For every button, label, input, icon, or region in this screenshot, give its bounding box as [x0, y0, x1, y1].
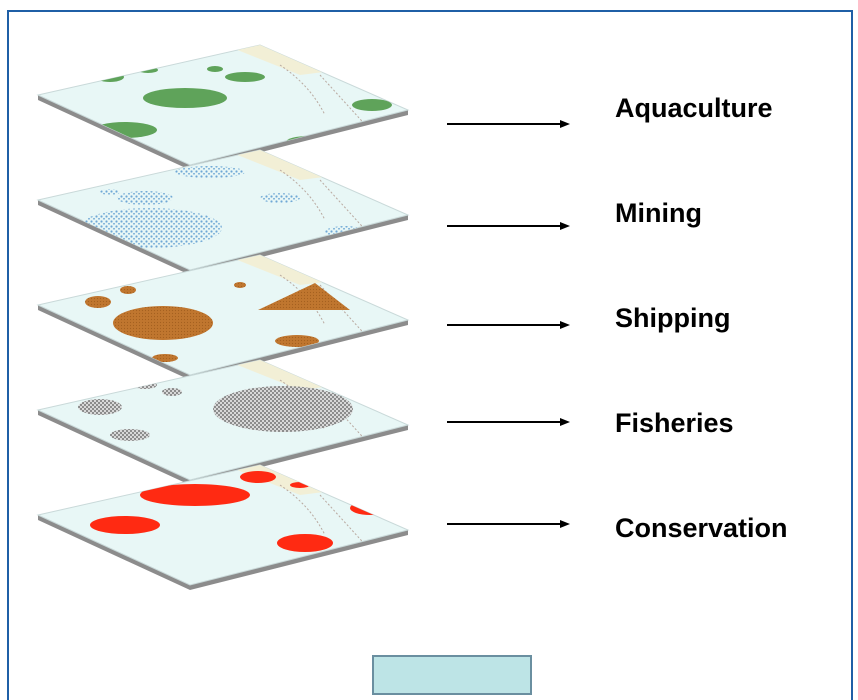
use-zone	[213, 386, 353, 432]
use-zone	[113, 306, 213, 340]
layer-shipping	[36, 254, 570, 380]
layer-edge	[38, 305, 408, 380]
contour-line	[279, 169, 371, 236]
use-zone	[78, 399, 122, 415]
use-zone	[85, 296, 111, 308]
use-zone	[260, 193, 300, 203]
use-zone	[258, 283, 350, 310]
use-zone	[175, 166, 245, 178]
layer-label-conservation: Conservation	[615, 513, 788, 543]
use-zone	[143, 88, 227, 108]
bottom-box	[372, 655, 532, 695]
contour-line	[279, 484, 371, 551]
layer-edge	[38, 410, 408, 485]
use-zone	[78, 208, 222, 248]
use-zone	[225, 72, 265, 82]
use-zone	[100, 189, 120, 195]
contour-line	[279, 64, 371, 131]
use-zone	[89, 485, 117, 495]
use-zone	[120, 286, 136, 294]
layer-aquaculture	[36, 44, 570, 170]
use-zone	[290, 482, 310, 488]
layer-fisheries	[36, 359, 570, 485]
layer-edge	[38, 515, 408, 590]
use-zone	[234, 282, 246, 288]
arrow-head	[560, 120, 570, 128]
arrow-head	[560, 222, 570, 230]
use-zone	[110, 429, 150, 441]
use-zone	[277, 534, 333, 552]
use-zone	[162, 388, 182, 396]
layer-edge	[38, 95, 408, 170]
layer-sea	[36, 254, 410, 376]
layer-mining	[36, 149, 570, 275]
use-zone	[207, 66, 223, 72]
use-zone	[152, 354, 178, 362]
layer-conservation	[36, 464, 570, 590]
map-layers-stack	[36, 44, 570, 590]
layer-label-fisheries: Fisheries	[615, 408, 734, 438]
layer-sea	[36, 464, 410, 586]
arrow-head	[560, 520, 570, 528]
layer-edge	[38, 200, 408, 275]
layer-label-mining: Mining	[615, 198, 702, 228]
arrow-head	[560, 321, 570, 329]
arrow-head	[560, 418, 570, 426]
use-zone	[90, 516, 160, 534]
use-zone	[133, 381, 157, 389]
use-zone	[240, 471, 276, 483]
use-zone	[140, 484, 250, 506]
layer-label-aquaculture: Aquaculture	[615, 93, 773, 123]
use-zone	[275, 335, 319, 347]
use-zone	[117, 191, 173, 205]
layer-label-shipping: Shipping	[615, 303, 731, 333]
use-zone	[352, 99, 392, 111]
